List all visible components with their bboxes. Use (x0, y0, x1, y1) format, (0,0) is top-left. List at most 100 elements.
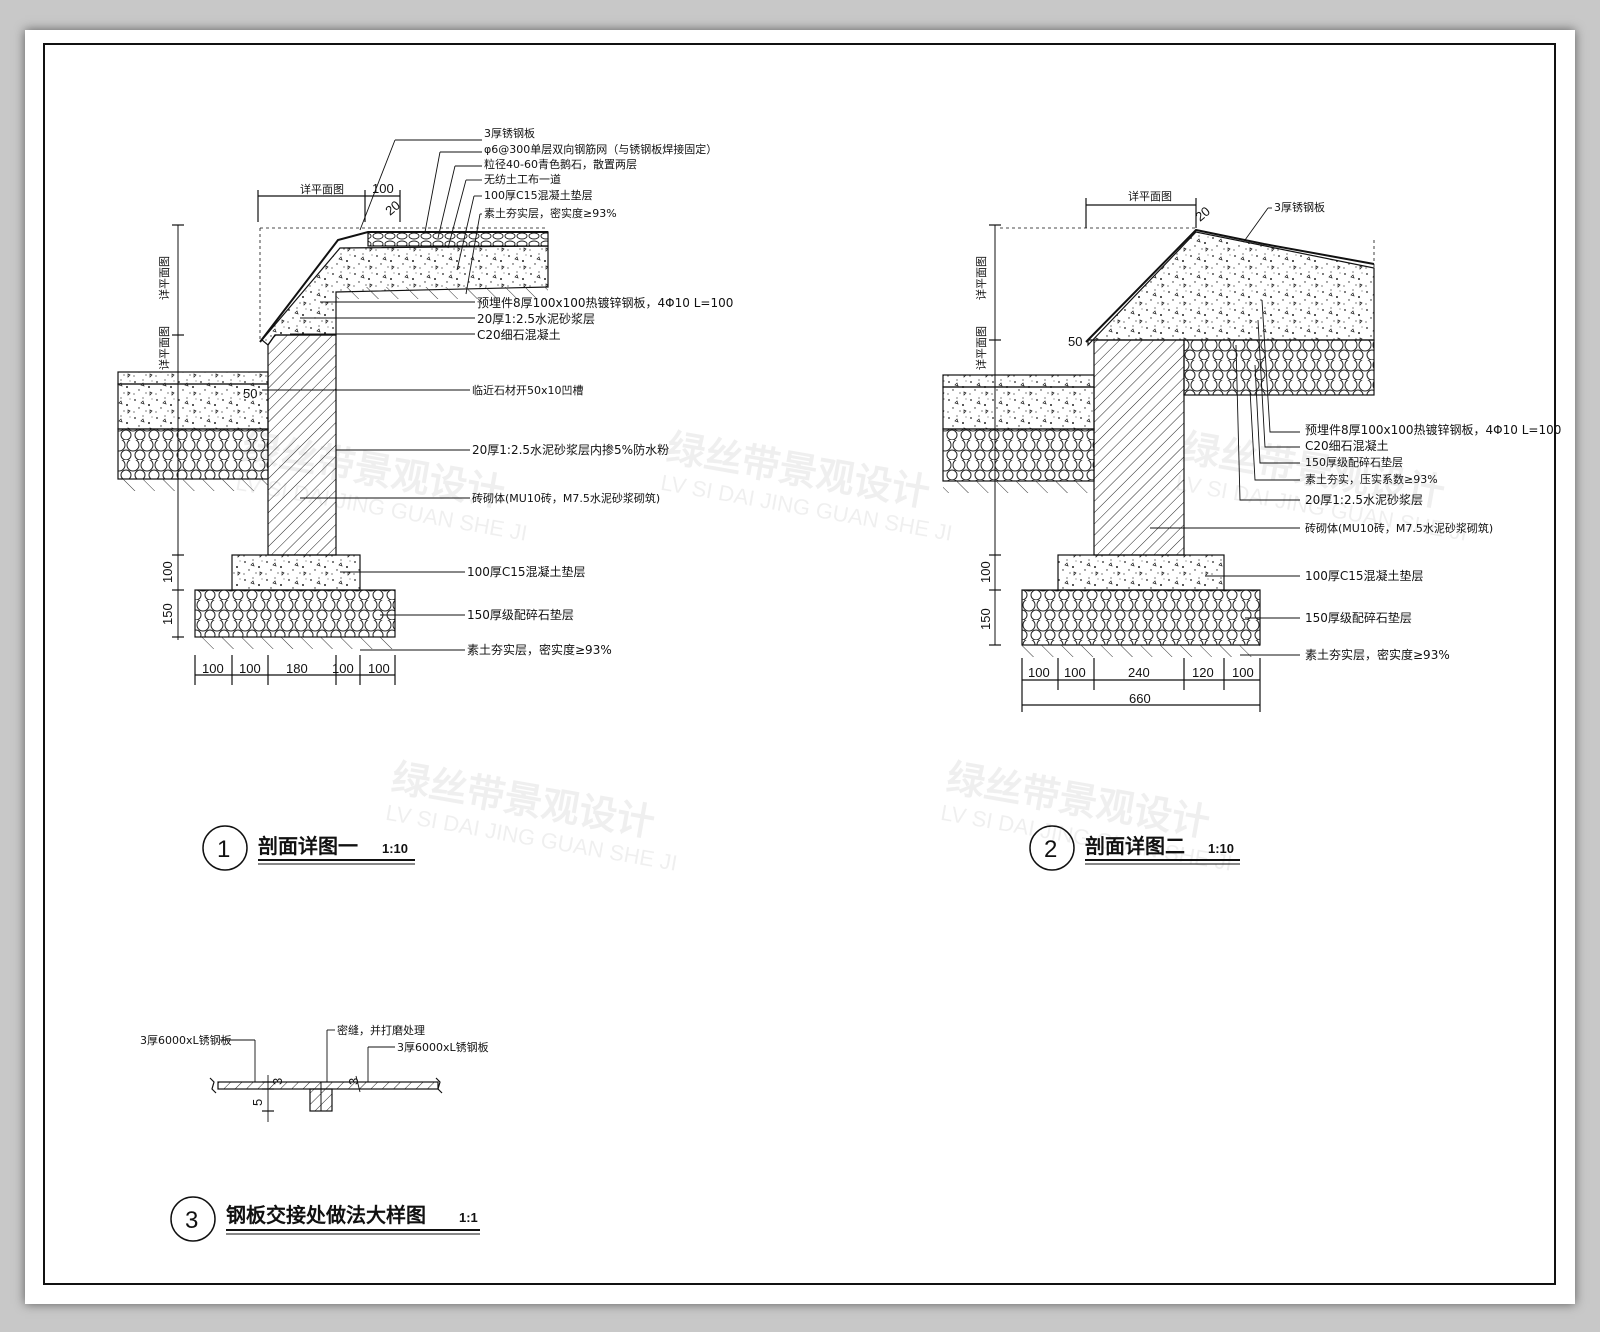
label: 素土夯实层，密实度≥93% (467, 642, 612, 657)
total-dim: 660 (1129, 691, 1151, 706)
label: 100厚C15混凝土垫层 (467, 564, 586, 579)
fill-soil (336, 287, 548, 299)
dim: 3 (346, 1078, 361, 1085)
top-dim: 详平面图 (300, 182, 344, 196)
label: φ6@300单层双向钢筋网（与锈钢板焊接固定） (484, 142, 717, 156)
foundation-soil (195, 637, 395, 649)
label: 临近石材开50x10凹槽 (472, 383, 584, 397)
label: 砖砌体(MU10砖，M7.5水泥砂浆砌筑) (472, 491, 660, 505)
detail-title: 钢板交接处做法大样图 (226, 1203, 426, 1227)
left-paving (117, 371, 269, 385)
bottom-dim: 100 (202, 661, 224, 676)
label: 3厚锈钢板 (1274, 200, 1325, 214)
label: 150厚级配碎石垫层 (1305, 455, 1403, 469)
pebble-layer (367, 231, 549, 247)
label: 预埋件8厚100x100热镀锌钢板，4Φ10 L=100 (1305, 423, 1561, 437)
left-paving (942, 374, 1095, 388)
detail-1-title: 1 剖面详图一 1:10 (202, 825, 415, 871)
brick-wall (1093, 339, 1185, 556)
section-detail-1 (117, 139, 549, 685)
side-dim: 详平面图 (974, 326, 988, 370)
detail-2-labels: 3厚锈钢板 预埋件8厚100x100热镀锌钢板，4Φ10 L=100 C20细石… (974, 189, 1561, 706)
bottom-dim: 100 (1028, 665, 1050, 680)
bottom-dim: 120 (1192, 665, 1214, 680)
label: 100厚C15混凝土垫层 (1305, 568, 1424, 583)
detail-number: 1 (217, 836, 230, 863)
top-dim: 20 (1192, 204, 1213, 225)
side-dim: 150 (978, 608, 993, 630)
detail-3-title: 3 钢板交接处做法大样图 1:1 (170, 1196, 480, 1242)
label: 20厚1:2.5水泥砂浆层 (1305, 492, 1423, 507)
side-dim: 详平面图 (157, 326, 171, 370)
bottom-dim: 100 (1232, 665, 1254, 680)
top-dim: 100 (372, 181, 394, 196)
detail-scale: 1:10 (382, 841, 408, 856)
label: 150厚级配碎石垫层 (467, 607, 574, 622)
top-dim: 详平面图 (1128, 189, 1172, 203)
label: 3厚6000xL锈钢板 (140, 1033, 232, 1047)
sheet-border (43, 43, 1556, 1285)
side-dim: 100 (160, 561, 175, 583)
left-soil (943, 481, 1094, 493)
detail-scale: 1:10 (1208, 841, 1234, 856)
label: C20细石混凝土 (1305, 438, 1389, 453)
detail-2-title: 2 剖面详图二 1:10 (1029, 825, 1240, 871)
label: 100厚C15混凝土垫层 (484, 188, 593, 202)
detail-3-labels: 3厚6000xL锈钢板 密缝，并打磨处理 3厚6000xL锈钢板 3 5 3 (140, 1023, 489, 1106)
detail-number-circle (170, 1196, 216, 1242)
label: C20细石混凝土 (477, 327, 561, 342)
bottom-dim: 100 (1064, 665, 1086, 680)
detail-title: 剖面详图一 (258, 834, 358, 858)
label: 素土夯实，压实系数≥93% (1305, 472, 1438, 486)
label: 砖砌体(MU10砖，M7.5水泥砂浆砌筑) (1305, 521, 1493, 535)
detail-number-circle (202, 825, 248, 871)
label: 密缝，并打磨处理 (337, 1023, 425, 1037)
label: 素土夯实层，密实度≥93% (484, 206, 617, 220)
gravel-base (1021, 589, 1261, 646)
concrete-footing (1057, 554, 1225, 591)
detail-1-labels: 3厚锈钢板 φ6@300单层双向钢筋网（与锈钢板焊接固定） 粒径40-60青色鹅… (157, 126, 733, 676)
foundation-soil (1022, 645, 1260, 657)
watermark-1: 绿丝带景观设计 LV SI DAI JING GUAN SHE JI (659, 426, 954, 546)
infill-gravel (1183, 339, 1375, 396)
label: 3厚6000xL锈钢板 (397, 1040, 489, 1054)
concrete-footing (231, 554, 361, 591)
side-dim: 50 (243, 386, 257, 401)
gravel-base (194, 589, 396, 638)
label: 预埋件8厚100x100热镀锌钢板，4Φ10 L=100 (477, 296, 733, 310)
left-gravel (117, 428, 269, 480)
label: 20厚1:2.5水泥砂浆层内掺5%防水粉 (472, 442, 669, 457)
left-gravel (942, 428, 1095, 482)
steel-plate-joint (217, 1081, 439, 1090)
detail-number: 2 (1044, 836, 1057, 863)
detail-scale: 1:1 (459, 1210, 478, 1225)
detail-number-circle (1029, 825, 1075, 871)
steel-plate (259, 231, 548, 343)
concrete-cap (1087, 231, 1375, 347)
detail-number: 3 (185, 1207, 198, 1234)
detail-title: 剖面详图二 (1085, 834, 1185, 858)
drawing-sheet (25, 30, 1575, 1304)
label: 无纺土工布一道 (484, 172, 561, 186)
bottom-dim: 180 (286, 661, 308, 676)
side-dim: 详平面图 (974, 256, 988, 300)
label: 素土夯实层，密实度≥93% (1305, 647, 1450, 662)
section-detail-2 (942, 198, 1375, 712)
label: 粒径40-60青色鹅石，散置两层 (484, 157, 637, 171)
side-dim: 详平面图 (157, 256, 171, 300)
side-dim: 100 (978, 561, 993, 583)
watermark-2: 绿丝带景观设计 LV SI DAI JING GUAN SHE JI (384, 756, 679, 876)
plate-joint-detail (209, 1029, 443, 1122)
dim: 5 (250, 1099, 265, 1106)
left-bedding (942, 386, 1095, 430)
side-dim: 150 (160, 603, 175, 625)
bottom-dim: 100 (368, 661, 390, 676)
side-dim: 50 (1068, 334, 1082, 349)
bottom-dim: 100 (332, 661, 354, 676)
steel-plate (1085, 228, 1375, 343)
brick-wall (267, 334, 337, 556)
bottom-dim: 100 (239, 661, 261, 676)
label: 3厚锈钢板 (484, 126, 535, 140)
dim: 3 (270, 1078, 285, 1085)
